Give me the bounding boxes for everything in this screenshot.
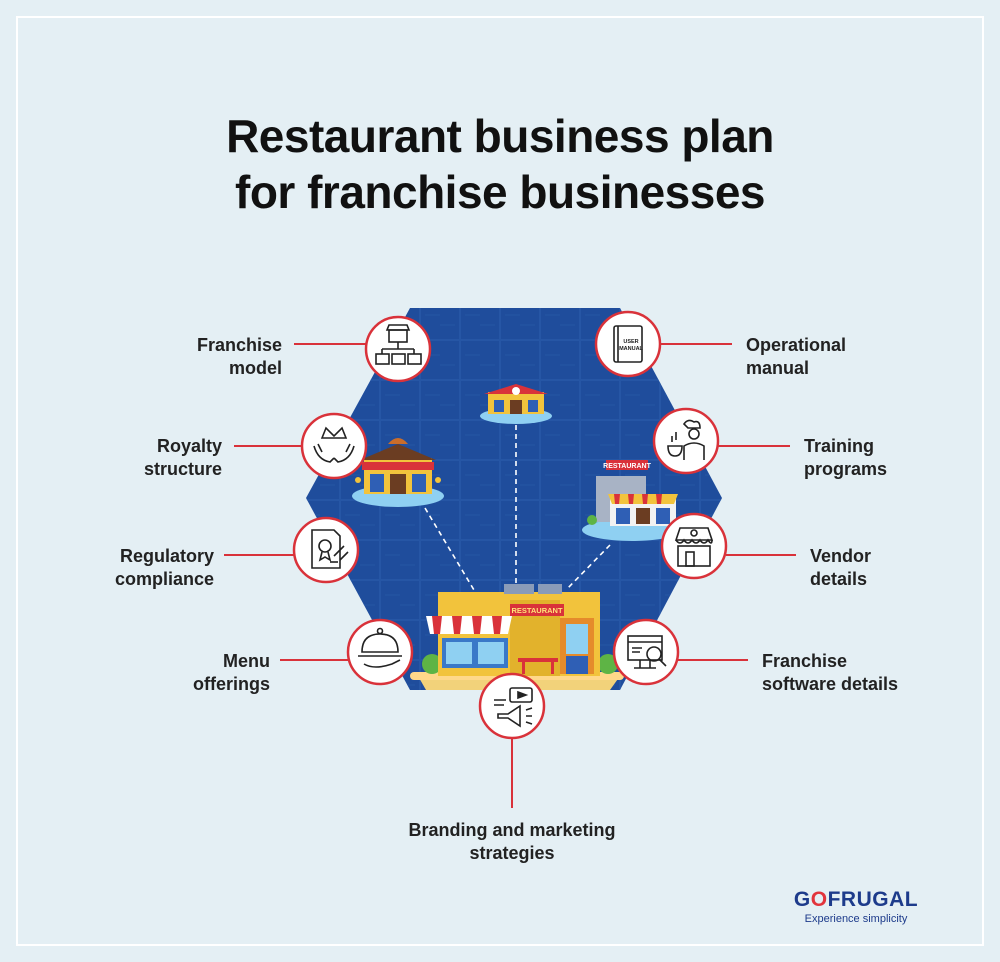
dashed-connectors: [424, 425, 611, 591]
training-programs-node: [652, 407, 720, 475]
right-restaurant-illustration: RESTAURANT: [582, 460, 682, 541]
label-operational-manual: Operational manual: [746, 335, 847, 378]
branding-marketing-node: [478, 672, 546, 740]
certificate-gavel-icon: [311, 529, 349, 569]
label-franchise-model: Franchise model: [196, 335, 282, 378]
chef-icon: [667, 419, 705, 460]
royalty-structure-node: [300, 412, 368, 480]
manual-text-1: USER: [623, 339, 638, 345]
logo-wordmark: GOFRUGAL: [793, 888, 919, 911]
logo-tagline: Experience simplicity: [804, 913, 908, 925]
title-line-1: Restaurant business plan: [226, 110, 774, 162]
top-restaurant-illustration: [480, 384, 552, 424]
title-line-2: for franchise businesses: [235, 166, 765, 218]
franchise-model-node: [364, 315, 432, 383]
franchise-software-node: [612, 618, 680, 686]
vendor-shop-icon: [674, 527, 714, 567]
side-restaurant-sign: RESTAURANT: [603, 463, 651, 470]
label-vendor-details: Vendor details: [810, 546, 872, 589]
page-frame: [16, 16, 984, 946]
manual-text-2: MANUAL: [619, 346, 643, 352]
hexagon-background: [306, 308, 722, 690]
label-royalty-structure: Royalty structure: [143, 436, 222, 479]
left-restaurant-illustration: [352, 438, 444, 507]
label-franchise-software: Franchise software details: [762, 651, 899, 694]
vendor-details-node: [660, 512, 728, 580]
label-training-programs: Training programs: [804, 436, 888, 479]
gofrugal-logo: GOFRUGAL Experience simplicity: [786, 888, 926, 926]
user-manual-book-icon: USER MANUAL: [613, 325, 644, 363]
connector-lines: [224, 343, 796, 808]
menu-offerings-node: [346, 618, 414, 686]
regulatory-compliance-node: [292, 516, 360, 584]
megaphone-video-icon: [494, 687, 533, 728]
software-monitor-icon: [627, 635, 667, 669]
main-restaurant-illustration: RESTAURANT: [410, 584, 624, 690]
stores-network-icon: [375, 324, 422, 365]
main-restaurant-sign: RESTAURANT: [511, 606, 563, 615]
label-menu-offerings: Menu offerings: [192, 651, 270, 694]
cloche-icon: [358, 627, 402, 668]
label-branding-marketing: Branding and marketing strategies: [408, 820, 616, 863]
crown-hands-icon: [313, 426, 355, 463]
operational-manual-node: USER MANUAL: [594, 310, 662, 378]
label-regulatory-compliance: Regulatory compliance: [114, 546, 214, 589]
page-title: Restaurant business plan for franchise b…: [0, 108, 1000, 220]
